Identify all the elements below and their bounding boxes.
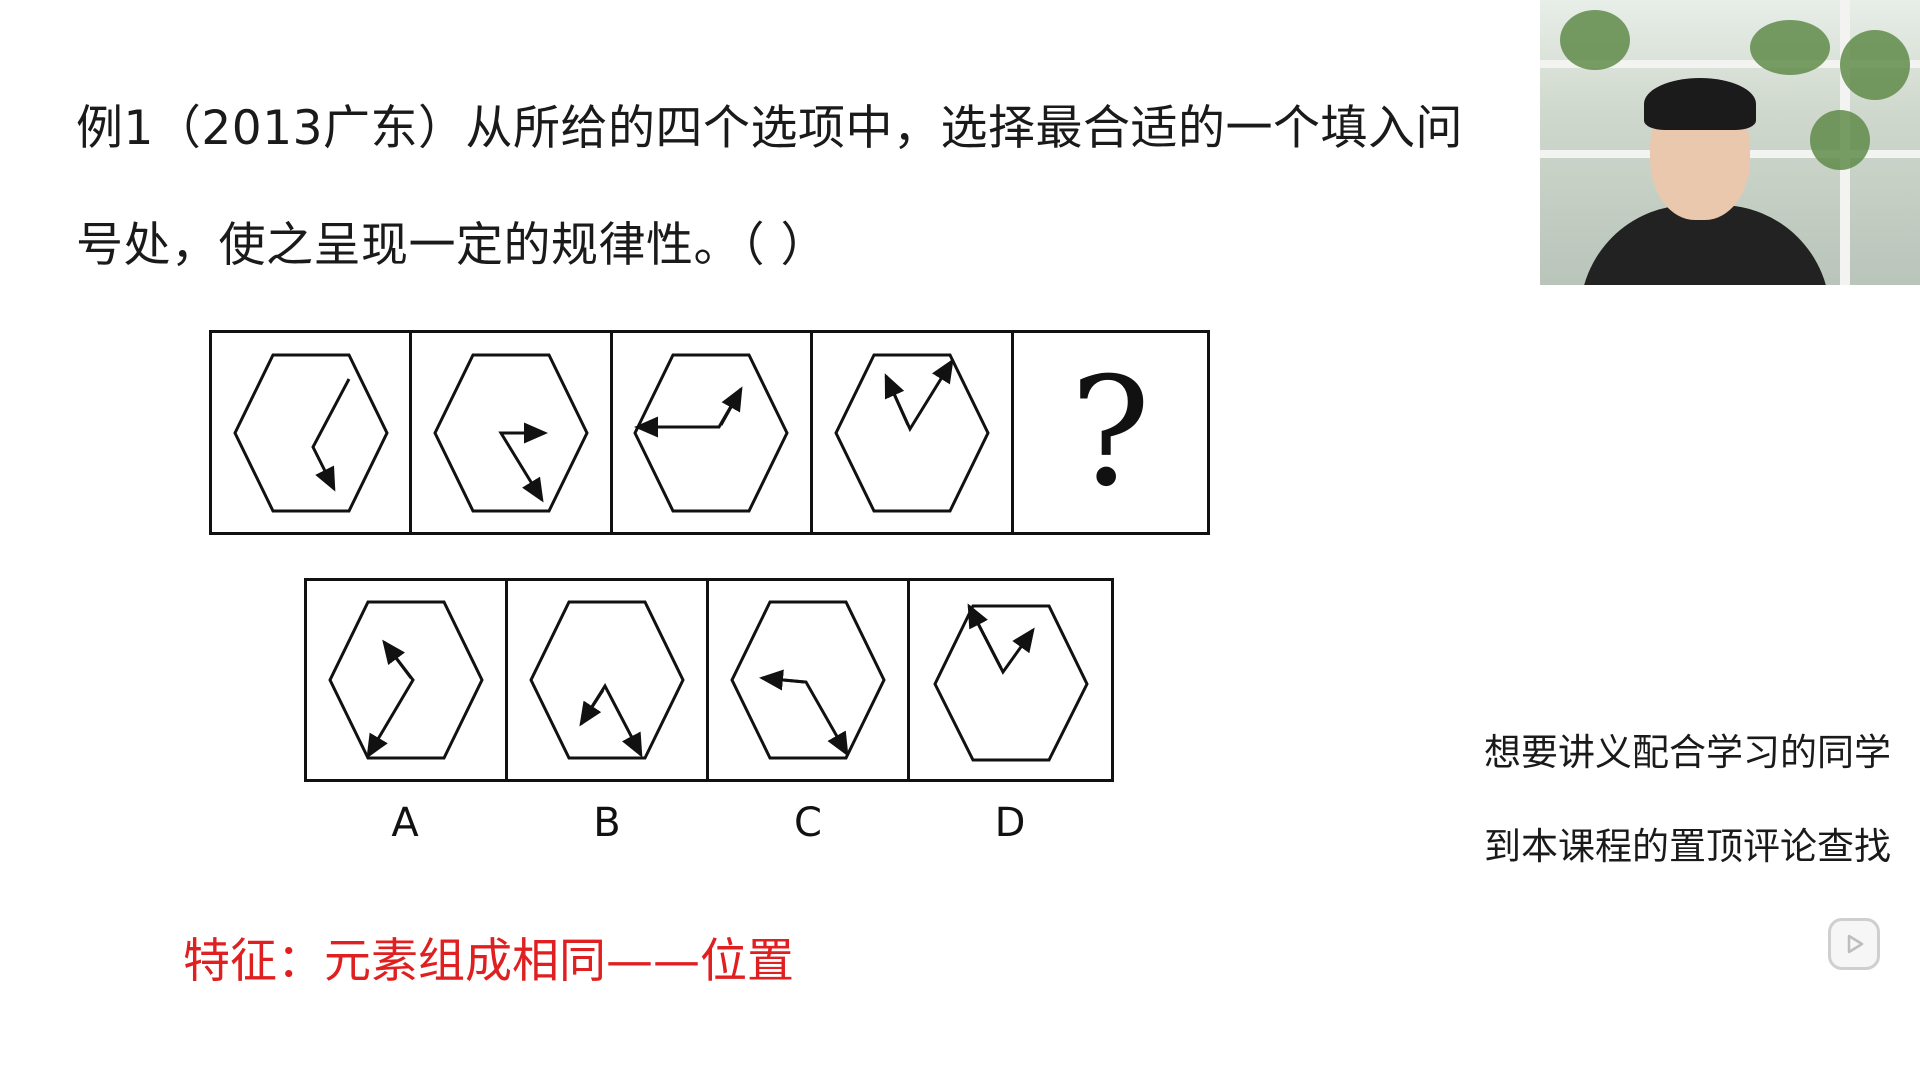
sequence-question-cell: ? — [1014, 333, 1207, 532]
figure-sequence: ? — [209, 330, 1210, 535]
question-line-1: 例1（2013广东）从所给的四个选项中，选择最合适的一个填入问 — [76, 101, 1464, 156]
plant — [1750, 20, 1830, 75]
webcam-overlay — [1540, 0, 1920, 285]
option-d-figure[interactable] — [910, 581, 1111, 779]
hexagon-arrow-figure — [233, 353, 389, 512]
hexagon-arrow-figure — [834, 353, 990, 512]
hexagon-arrow-figure — [433, 353, 589, 512]
side-note-line-1: 想要讲义配合学习的同学 — [1484, 731, 1891, 774]
plant — [1840, 30, 1910, 100]
plant — [1560, 10, 1630, 70]
sequence-figure-3 — [613, 333, 814, 532]
question-line-2: 号处，使之呈现一定的规律性。（ ） — [76, 218, 828, 273]
presenter-hair — [1644, 78, 1756, 130]
play-icon — [1847, 934, 1864, 954]
hexagon-arrow-figure — [328, 600, 484, 760]
side-note-line-2: 到本课程的置顶评论查找 — [1484, 825, 1891, 868]
hexagon-arrow-figure — [633, 353, 790, 512]
option-a-figure[interactable] — [307, 581, 508, 779]
option-label-c[interactable]: C — [794, 800, 822, 846]
sequence-figure-2 — [412, 333, 613, 532]
option-b-figure[interactable] — [508, 581, 709, 779]
hexagon-arrow-figure — [932, 603, 1089, 762]
option-label-b[interactable]: B — [593, 800, 621, 846]
hexagon-arrow-figure — [730, 600, 886, 760]
sequence-figure-1 — [212, 333, 413, 532]
question-mark: ? — [1070, 345, 1151, 520]
option-c-figure[interactable] — [709, 581, 910, 779]
feature-text: 特征：元素组成相同——位置 — [183, 934, 794, 989]
hexagon-arrow-figure — [529, 600, 685, 760]
plant — [1810, 110, 1870, 170]
option-label-d[interactable]: D — [994, 800, 1026, 846]
option-label-a[interactable]: A — [391, 800, 419, 846]
sequence-figure-4 — [813, 333, 1014, 532]
play-button[interactable] — [1828, 918, 1880, 970]
options-panel — [304, 578, 1114, 782]
shelf-line — [1540, 60, 1920, 68]
